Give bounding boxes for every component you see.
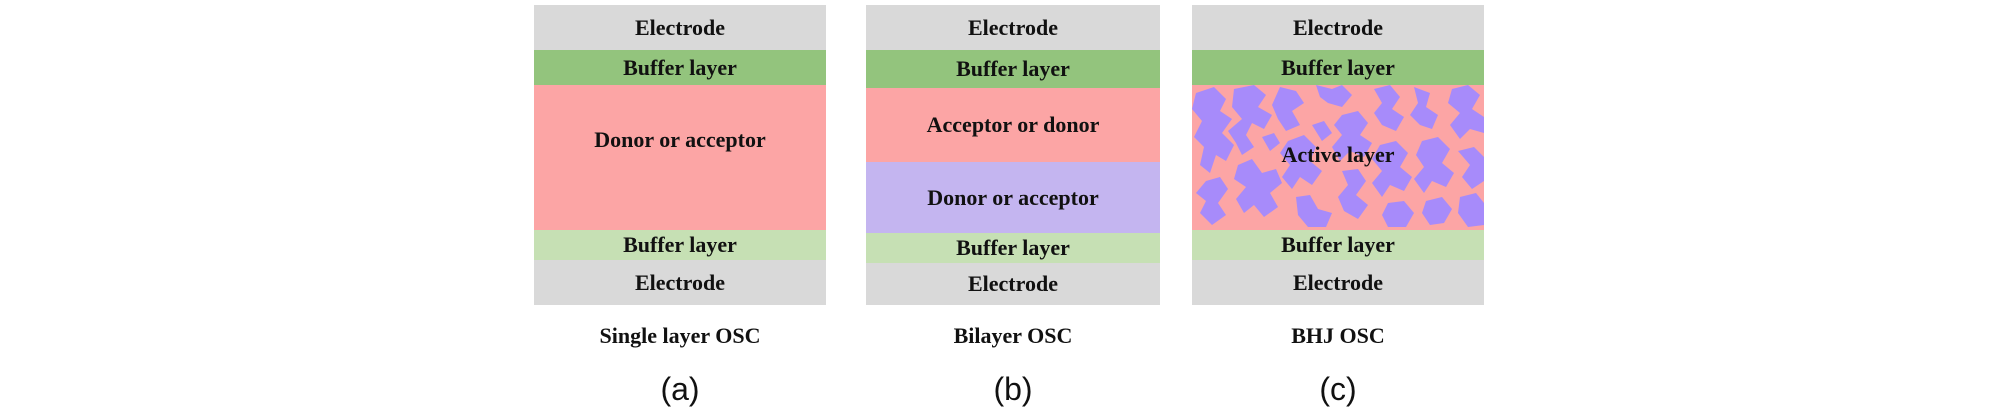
layer-label: Electrode <box>634 14 725 40</box>
layer-label: Electrode <box>967 14 1058 40</box>
buffer-layer-bottom: Buffer layer <box>534 230 826 260</box>
bhj-stack: Electrode Buffer layer <box>1192 5 1484 305</box>
single-layer-stack: Electrode Buffer layer Donor or acceptor… <box>534 5 826 305</box>
layer-label: Buffer layer <box>956 56 1070 81</box>
layer-label: Acceptor or donor <box>926 112 1100 137</box>
panel-letter: (a) <box>660 371 700 407</box>
device-caption: Bilayer OSC <box>953 323 1073 348</box>
layer-label: Buffer layer <box>623 54 737 80</box>
layer-label: Donor or acceptor <box>927 184 1099 210</box>
layer-label: Buffer layer <box>1281 232 1395 257</box>
buffer-layer-bottom: Buffer layer <box>866 233 1160 263</box>
layer-label: Donor or acceptor <box>594 127 766 152</box>
layer-label: Active layer <box>1281 141 1395 167</box>
electrode-bottom: Electrode <box>1192 260 1484 305</box>
electrode-top: Electrode <box>866 5 1160 50</box>
buffer-layer-top: Buffer layer <box>866 50 1160 88</box>
layer-label: Buffer layer <box>623 232 737 257</box>
electrode-bottom: Electrode <box>534 260 826 305</box>
active-layer: Active layer <box>1192 85 1484 230</box>
device-caption: BHJ OSC <box>1291 323 1385 348</box>
bulk-heterojunction-morphology <box>1192 85 1484 227</box>
panel-bilayer: Electrode Buffer layer Acceptor or donor… <box>866 5 1160 410</box>
layer-label: Buffer layer <box>1281 54 1395 80</box>
panel-single-layer: Electrode Buffer layer Donor or acceptor… <box>534 5 826 410</box>
acceptor-or-donor-layer: Acceptor or donor <box>866 88 1160 162</box>
donor-or-acceptor-layer: Donor or acceptor <box>866 162 1160 233</box>
panel-letter: (b) <box>993 371 1033 407</box>
layer-label: Electrode <box>634 269 725 295</box>
layer-label: Electrode <box>967 271 1058 296</box>
buffer-layer-bottom: Buffer layer <box>1192 230 1484 260</box>
electrode-bottom: Electrode <box>866 263 1160 305</box>
electrode-top: Electrode <box>1192 5 1484 50</box>
layer-label: Electrode <box>1292 269 1383 295</box>
panel-bhj: Electrode Buffer layer <box>1192 5 1484 410</box>
electrode-top: Electrode <box>534 5 826 50</box>
panel-letter: (c) <box>1319 371 1357 407</box>
buffer-layer-top: Buffer layer <box>534 50 826 85</box>
layer-label: Electrode <box>1292 14 1383 40</box>
bilayer-stack: Electrode Buffer layer Acceptor or donor… <box>866 5 1160 305</box>
donor-or-acceptor-layer: Donor or acceptor <box>534 85 826 230</box>
device-caption: Single layer OSC <box>599 323 761 348</box>
buffer-layer-top: Buffer layer <box>1192 50 1484 85</box>
layer-label: Buffer layer <box>956 235 1070 260</box>
